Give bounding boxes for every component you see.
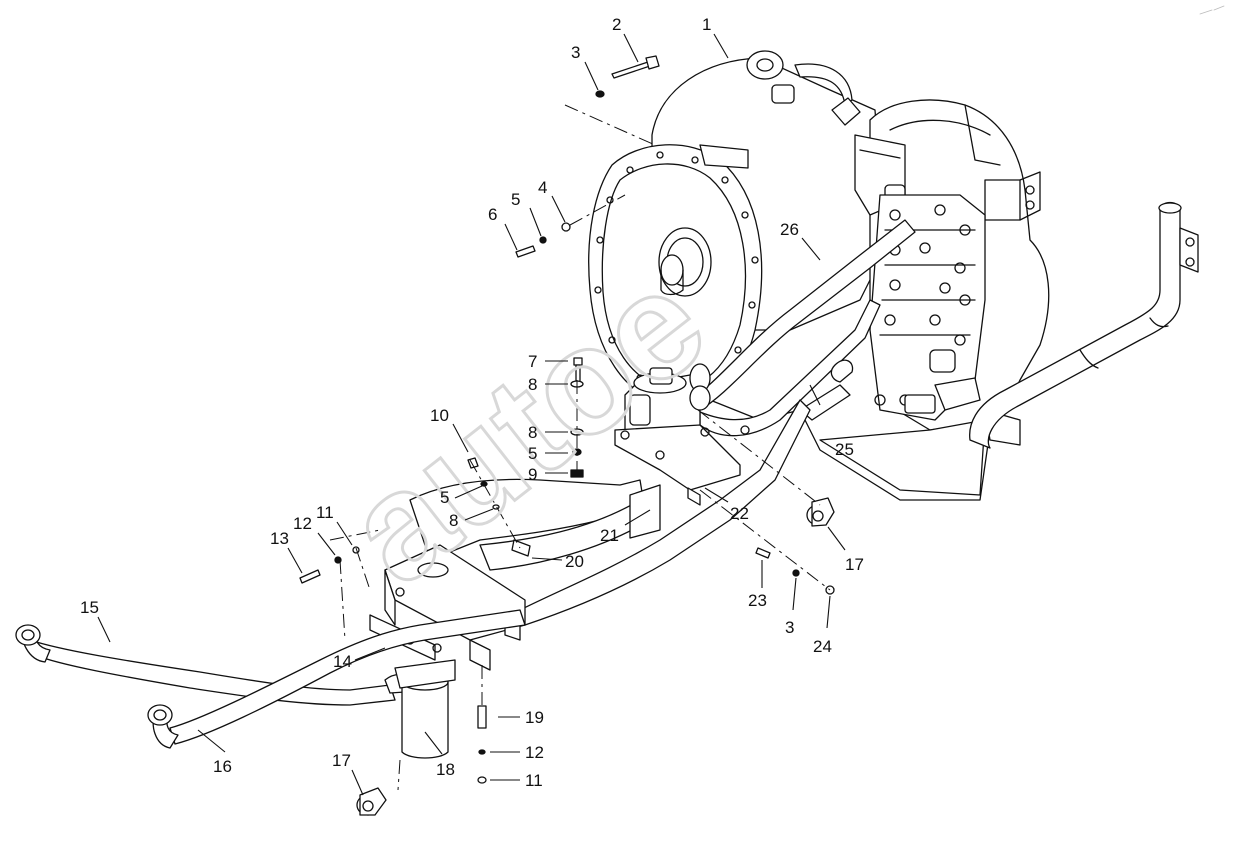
callout-15: 15 [80,598,99,617]
corner-mark [1199,5,1225,15]
callout-9: 9 [528,465,537,484]
callout-23: 23 [748,591,767,610]
center-lines [329,104,831,791]
callout-24: 24 [813,637,832,656]
filter-element-18 [394,659,456,759]
callout-10: 10 [430,406,449,425]
fitting-17-right [806,497,835,527]
callout-labels: 1 2 3 4 5 6 7 8 8 5 9 10 5 8 11 12 13 15… [80,15,864,790]
callout-3-lower: 3 [785,618,794,637]
callout-8-mid: 8 [528,423,537,442]
callout-19: 19 [525,708,544,727]
callout-5-lower: 5 [440,488,449,507]
callout-12-upper: 12 [293,514,312,533]
hardware [299,55,835,784]
callout-4: 4 [538,178,547,197]
callout-21: 21 [600,526,619,545]
callout-16: 16 [213,757,232,776]
fitting-17-lower [356,787,387,816]
callout-18: 18 [436,760,455,779]
callout-6: 6 [488,205,497,224]
callout-2: 2 [612,15,621,34]
callout-5-mid: 5 [528,444,537,463]
callout-7: 7 [528,352,537,371]
callout-1: 1 [702,15,711,34]
callout-11-lower: 11 [525,771,543,790]
callout-5: 5 [511,190,520,209]
callout-20: 20 [565,552,584,571]
callout-11-upper: 11 [316,503,334,522]
callout-17-right: 17 [845,555,864,574]
callout-8-top: 8 [528,375,537,394]
callout-17-lower: 17 [332,751,351,770]
front-cover-plate [588,144,763,407]
mounting-plate-22 [614,424,750,506]
callout-26: 26 [780,220,799,239]
hose-assembly-25 [689,219,916,437]
leader-lines [97,33,846,796]
callout-22: 22 [730,504,749,523]
callout-8-lower: 8 [449,511,458,530]
callout-13: 13 [270,529,289,548]
callout-12-lower: 12 [525,743,544,762]
control-valve-body [869,194,986,421]
callout-25: 25 [835,440,854,459]
cooler-pipe-right [969,201,1199,449]
callout-3: 3 [571,43,580,62]
callout-14: 14 [333,652,352,671]
